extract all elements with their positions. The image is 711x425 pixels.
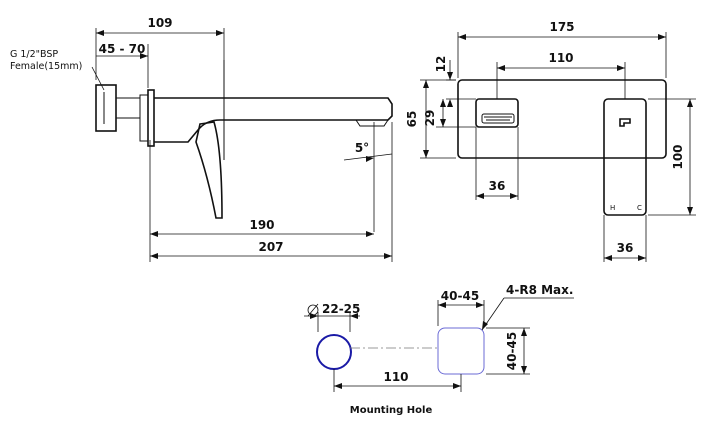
dim-wall-depth: 45 - 70 (99, 42, 146, 56)
spout-outlet-front (481, 113, 515, 124)
dim-plate-height: 65 (405, 111, 419, 128)
handle-mark-hot: H (610, 204, 615, 212)
mounting-hole-view: 22-25 40-45 4-R8 Max. 40-45 110 Mounting… (304, 283, 574, 416)
thread-leader (91, 66, 105, 91)
back-plate (457, 79, 667, 159)
handle-mark-cold: C (637, 204, 642, 212)
dim-plate-width: 175 (549, 20, 574, 34)
handle-front (603, 98, 647, 216)
handle-marker-icon (619, 118, 631, 127)
dim-spout-to-outlet: 190 (249, 218, 274, 232)
dim-hole-spacing: 110 (548, 51, 573, 65)
wall-connection-body (95, 84, 117, 132)
dim-cutout-width: 40-45 (441, 289, 479, 303)
dim-cutout-height: 40-45 (505, 332, 519, 370)
connector-stem (103, 92, 140, 124)
thread-note-line2: Female(15mm) (10, 61, 82, 72)
wall-plate-inner (139, 94, 149, 142)
square-cutout (437, 327, 485, 375)
dim-total-length: 207 (258, 240, 283, 254)
wall-plate-side (147, 89, 155, 147)
front-view: H C 175 110 12 65 29 (405, 20, 696, 262)
dim-hole-diameter: 22-25 (322, 302, 360, 316)
mounting-hole-caption: Mounting Hole (350, 405, 433, 416)
thread-note-line1: G 1/2"BSP (10, 49, 58, 60)
spout-outlet (355, 119, 389, 127)
dim-handle-height: 100 (671, 144, 685, 169)
dim-outlet-height: 29 (423, 110, 437, 127)
diameter-symbol (307, 304, 319, 316)
dim-corner-radius: 4-R8 Max. (506, 283, 573, 297)
side-view: 109 45 - 70 G 1/2"BSP Female(15mm) 5° 19… (10, 16, 393, 262)
round-hole (316, 334, 352, 370)
dim-top-offset: 12 (434, 56, 448, 73)
dim-center-distance: 110 (383, 370, 408, 384)
dim-overall-projection: 109 (147, 16, 172, 30)
dim-handle-width: 36 (617, 241, 634, 255)
handle-lever (195, 121, 223, 219)
dim-angle: 5° (355, 141, 369, 155)
dim-outlet-width: 36 (489, 179, 506, 193)
